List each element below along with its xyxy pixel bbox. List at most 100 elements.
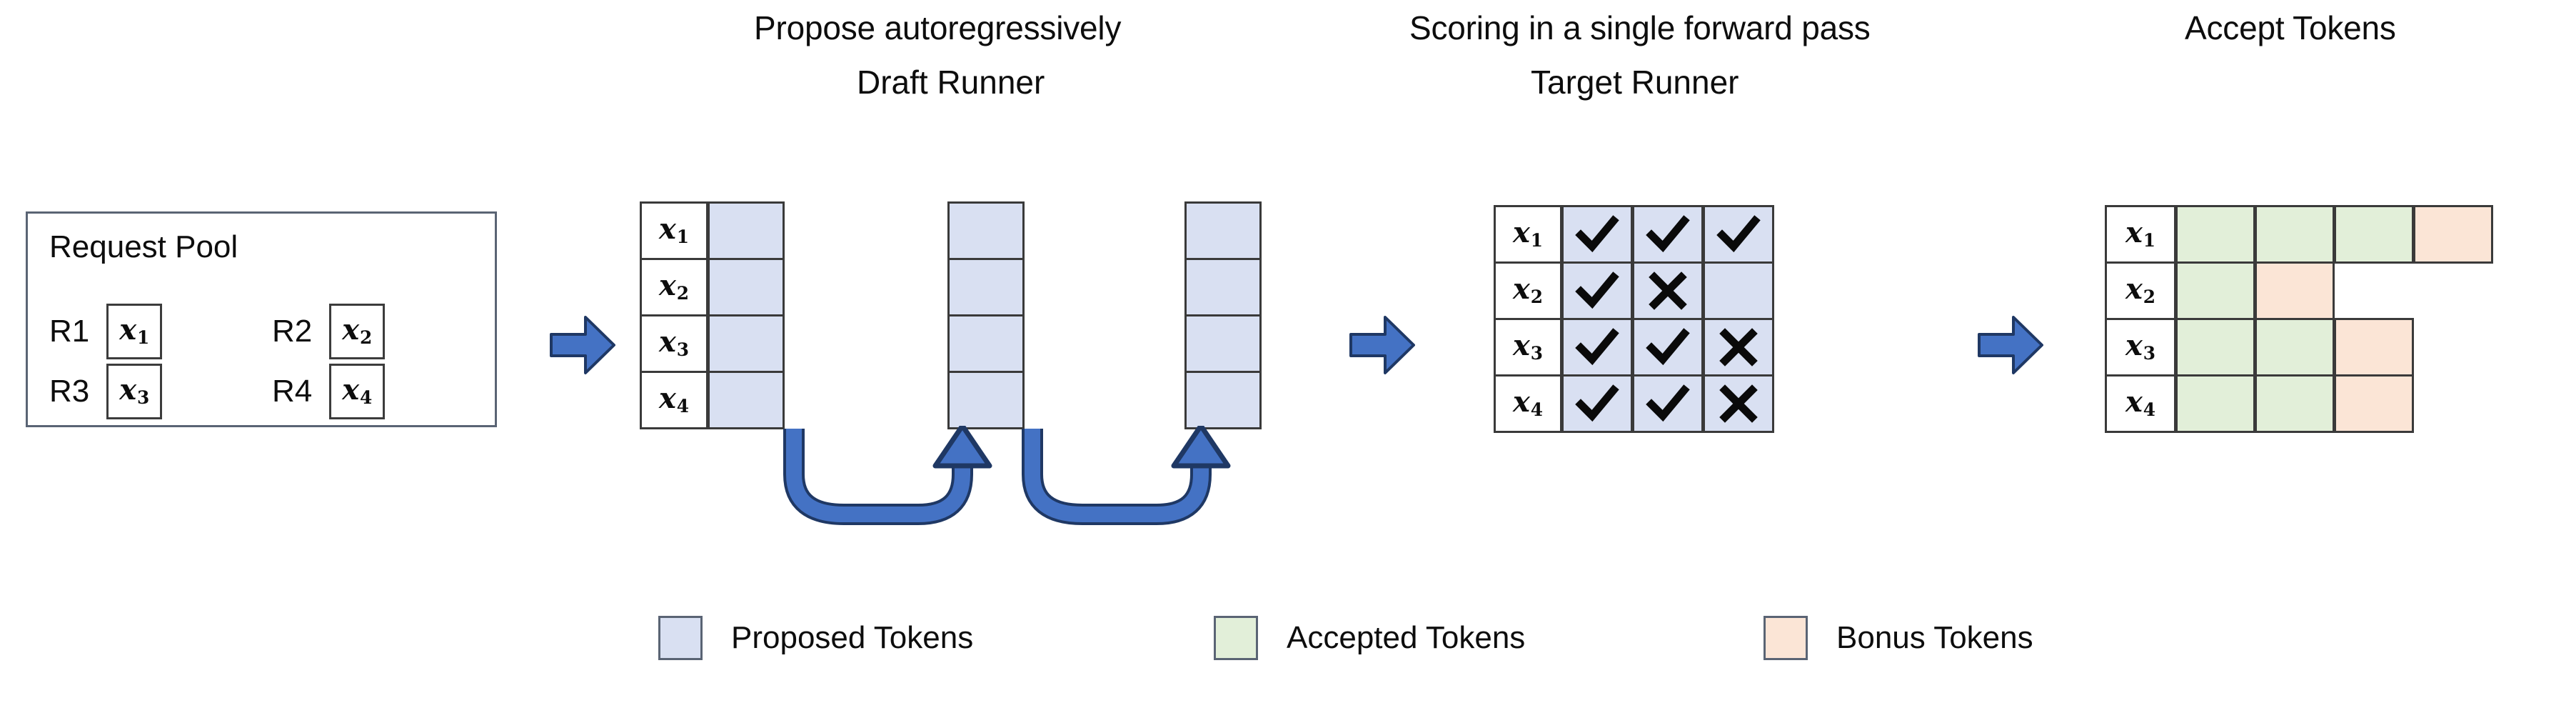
cross-icon: [1705, 320, 1772, 374]
check-icon: [1564, 377, 1631, 431]
target-row-label-3: x3: [1494, 318, 1562, 377]
accept-row-label-3: x3: [2105, 318, 2176, 377]
draft-row-label-3: x3: [640, 314, 708, 373]
score-cell-r2-c1: [1561, 261, 1633, 320]
score-cell-r3-c1: [1561, 318, 1633, 377]
score-cell-r4-c1: [1561, 374, 1633, 433]
target-runner-caption: Scoring in a single forward pass: [1409, 9, 1871, 46]
accept-cell-r1-c2: [2255, 205, 2335, 264]
request-label-r4: R4: [272, 374, 313, 409]
draft-row-label-2: x2: [640, 258, 708, 316]
target-row-label-4: x4: [1494, 374, 1562, 433]
request-label-r2: R2: [272, 314, 313, 349]
legend-item-accepted: Accepted Tokens: [1214, 616, 1525, 660]
token-glyph: x4: [1512, 385, 1544, 420]
arrow-target-to-accept: [1978, 314, 2043, 376]
draft-cell-s2-r3: [947, 314, 1025, 373]
request-token-box-r3: x3: [106, 364, 163, 419]
autoregressive-loop-arrow-2: [1017, 423, 1238, 540]
accept-cell-r3-c2: [2255, 318, 2335, 377]
legend-item-bonus: Bonus Tokens: [1764, 616, 2033, 660]
accept-row-label-1: x1: [2105, 205, 2176, 264]
request-pool-title: Request Pool: [49, 229, 238, 264]
token-glyph: x2: [342, 313, 373, 348]
accept-cell-r3-c3-bonus: [2334, 318, 2414, 377]
request-item-r1: R1 x1: [49, 304, 163, 359]
check-icon: [1634, 207, 1701, 261]
token-glyph: x2: [658, 269, 690, 304]
target-row-label-2: x2: [1494, 261, 1562, 320]
legend-swatch-accepted: [1214, 616, 1258, 660]
accept-row-label-2: x2: [2105, 261, 2176, 320]
draft-runner-title: Draft Runner: [857, 64, 1045, 101]
score-cell-r4-c3: [1703, 374, 1774, 433]
draft-cell-s3-r1: [1184, 201, 1262, 260]
legend-swatch-bonus: [1764, 616, 1808, 660]
request-item-r3: R3 x3: [49, 364, 163, 419]
draft-cell-s1-r2: [708, 258, 785, 316]
token-glyph: x3: [658, 325, 690, 360]
token-glyph: x2: [2125, 272, 2156, 307]
accept-cell-r3-c1: [2175, 318, 2255, 377]
request-item-r2: R2 x2: [272, 304, 386, 359]
target-row-label-1: x1: [1494, 205, 1562, 264]
accept-cell-r1-c4-bonus: [2413, 205, 2493, 264]
legend-label-accepted: Accepted Tokens: [1287, 620, 1526, 655]
token-glyph: x3: [1512, 329, 1544, 364]
token-glyph: x1: [1512, 216, 1544, 251]
accept-cell-r4-c3-bonus: [2334, 374, 2414, 433]
arrow-pool-to-draft: [550, 314, 615, 376]
request-label-r3: R3: [49, 374, 90, 409]
cross-icon: [1705, 377, 1772, 431]
request-token-box-r2: x2: [329, 304, 386, 359]
request-token-box-r4: x4: [329, 364, 386, 419]
target-runner-title: Target Runner: [1531, 64, 1739, 101]
arrow-draft-to-target: [1349, 314, 1415, 376]
score-cell-r1-c1: [1561, 205, 1633, 264]
token-glyph: x1: [2125, 216, 2156, 251]
score-cell-r2-c3: [1703, 261, 1774, 320]
token-glyph: x4: [658, 382, 690, 417]
draft-cell-s1-r3: [708, 314, 785, 373]
request-item-r4: R4 x4: [272, 364, 386, 419]
accept-cell-r4-c2: [2255, 374, 2335, 433]
accept-cell-r2-c2-bonus: [2255, 261, 2335, 320]
check-icon: [1705, 207, 1772, 261]
legend-swatch-proposed: [658, 616, 703, 660]
check-icon: [1564, 264, 1631, 318]
token-glyph: x2: [1512, 272, 1544, 307]
token-glyph: x1: [119, 313, 150, 348]
check-icon: [1634, 320, 1701, 374]
legend-label-proposed: Proposed Tokens: [731, 620, 974, 655]
accept-tokens-caption: Accept Tokens: [2185, 9, 2396, 46]
draft-runner-caption: Propose autoregressively: [754, 9, 1122, 46]
autoregressive-loop-arrow-1: [778, 423, 1000, 540]
check-icon: [1564, 207, 1631, 261]
request-label-r1: R1: [49, 314, 90, 349]
check-icon: [1564, 320, 1631, 374]
accept-cell-r4-c1: [2175, 374, 2255, 433]
accept-cell-r1-c3: [2334, 205, 2414, 264]
token-glyph: x1: [658, 212, 690, 247]
accept-cell-r2-c1: [2175, 261, 2255, 320]
request-pool-panel: Request Pool R1 x1 R2 x2 R3 x3 R4 x4: [26, 211, 497, 427]
token-glyph: x4: [2125, 385, 2156, 420]
check-icon: [1634, 377, 1701, 431]
accept-cell-r1-c1: [2175, 205, 2255, 264]
draft-cell-s2-r4: [947, 371, 1025, 429]
cross-icon: [1634, 264, 1701, 318]
draft-row-label-1: x1: [640, 201, 708, 260]
draft-row-label-4: x4: [640, 371, 708, 429]
score-cell-r3-c2: [1632, 318, 1704, 377]
token-glyph: x3: [119, 373, 150, 408]
accept-row-label-4: x4: [2105, 374, 2176, 433]
legend-item-proposed: Proposed Tokens: [658, 616, 973, 660]
score-cell-r4-c2: [1632, 374, 1704, 433]
token-glyph: x3: [2125, 329, 2156, 364]
draft-cell-s3-r4: [1184, 371, 1262, 429]
request-token-box-r1: x1: [106, 304, 163, 359]
